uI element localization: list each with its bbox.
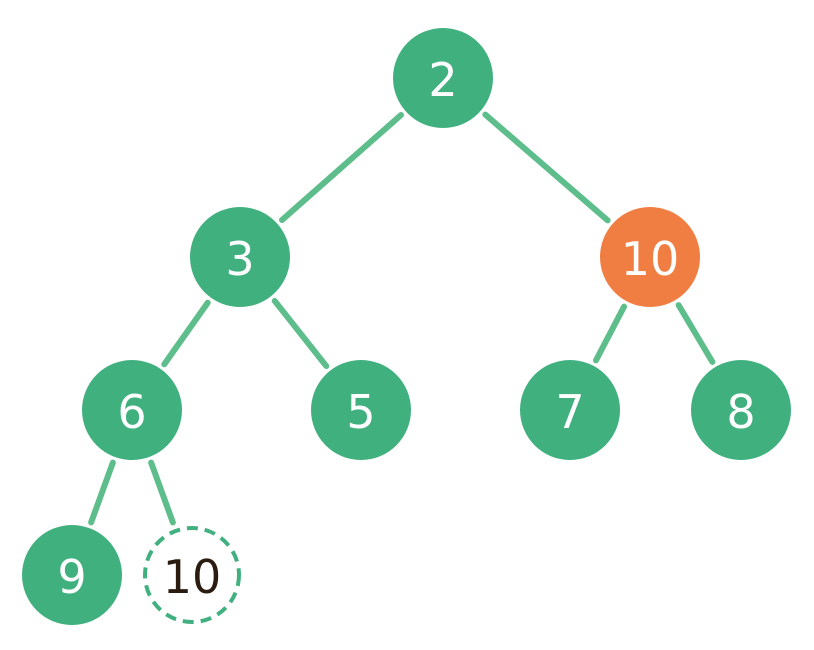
node-circle	[520, 360, 620, 460]
node-label: 6	[117, 385, 146, 439]
tree-node-n7: 8	[691, 360, 791, 460]
node-label: 2	[428, 53, 457, 107]
node-label: 7	[555, 385, 584, 439]
tree-node-n4: 6	[82, 360, 182, 460]
tree-node-n6: 7	[520, 360, 620, 460]
node-circle	[190, 207, 290, 307]
highlight-node-circle	[600, 207, 700, 307]
node-circle	[691, 360, 791, 460]
tree-edge-n3-n6	[592, 303, 628, 364]
ghost-node-circle	[143, 526, 241, 624]
tree-edge-n2-n4	[161, 299, 211, 368]
tree-node-n9: 10	[143, 526, 241, 624]
node-label: 3	[225, 232, 254, 286]
tree-edge-n4-n8	[88, 459, 116, 526]
node-label: 10	[621, 232, 680, 286]
tree-edge-n1-n2	[279, 112, 404, 223]
node-circle	[311, 360, 411, 460]
node-label: 10	[163, 550, 222, 604]
nodes-layer: 2 3 10 6 5 7 8 9 10	[22, 28, 791, 625]
node-circle	[22, 525, 122, 625]
node-label: 8	[726, 385, 755, 439]
node-label: 9	[57, 550, 86, 604]
node-circle	[393, 28, 493, 128]
tree-edge-n3-n7	[675, 302, 716, 365]
tree-node-n3: 10	[600, 207, 700, 307]
tree-node-n5: 5	[311, 360, 411, 460]
node-circle	[82, 360, 182, 460]
tree-edge-n2-n5	[271, 297, 330, 370]
tree-node-n1: 2	[393, 28, 493, 128]
edges-layer	[88, 111, 716, 526]
tree-node-n8: 9	[22, 525, 122, 625]
node-label: 5	[346, 385, 375, 439]
tree-edge-n4-n9	[148, 459, 176, 526]
tree-node-n2: 3	[190, 207, 290, 307]
tree-edge-n1-n3	[482, 111, 611, 224]
